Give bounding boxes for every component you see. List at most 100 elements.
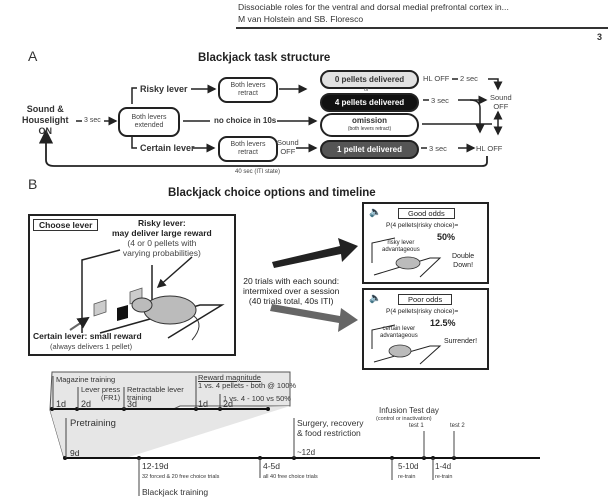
surgery-line-2: & food restriction [297,428,361,438]
good-advice-line-1: risky lever [387,240,415,246]
start-line-1: Sound & [26,104,64,114]
panel-b-letter: B [28,176,38,192]
outcome-4-text: 4 pellets delivered [334,98,405,107]
retract-line-2: retract [238,90,258,97]
poor-odds-box: 🔈 Poor odds P(4 pellets|risky choice)= 1… [362,288,489,370]
start-line-3: ON [38,126,53,136]
sound-off-mid-label: Sound OFF [277,138,299,156]
speaker-icon: 🔈 [369,207,382,218]
start-state: Sound & Houselight ON [22,104,69,137]
panel-a-title: Blackjack task structure [198,52,331,64]
outcome-1-text: 1 pellet delivered [337,145,402,154]
good-action-line-2: Down! [453,262,474,269]
blackjack-training-label: Blackjack training [142,487,209,497]
poor-odds-big-arrow [270,304,358,332]
risky-desc-line-1: Risky lever: [137,218,186,228]
running-title: Dissociable roles for the ventral and do… [238,2,509,12]
reward-magnitude-line-2: 1 vs. 4 pellets - both @ 100% [198,381,297,390]
blackjack-detail: 32 forced & 20 free choice trials [142,474,220,480]
retractable-line-1: Retractable lever [127,385,184,394]
poor-prob-value: 12.5% [430,318,456,328]
step-magazine-duration: 1d [56,399,67,409]
good-prob-label: P(4 pellets|risky choice)= [386,222,459,229]
certain-pointer-arrow [69,316,90,331]
iti-label: 40 sec (ITI state) [235,169,281,175]
running-authors: M van Holstein and SB. Floresco [238,14,364,24]
step-lever-press-duration: 2d [81,399,92,409]
risky-pointer-arrow [156,256,193,288]
pretraining-duration: 9d [70,448,80,458]
certain-lever-subdescription: (always delivers 1 pellet) [50,342,133,351]
no-choice-label: no choice in 10s [214,116,277,125]
blackjack-duration: 12-19d [142,461,169,471]
sound-off-right-line-1: Sound [490,93,512,102]
reward-magnitude-line-1: Reward magnitude [198,373,261,382]
trials-line-2: intermixed over a session [243,286,340,296]
risky-lever-label: Risky lever [140,84,188,94]
or-label: or [364,87,369,93]
retrain1-label: re-train [398,474,416,480]
hl-off-top-label: HL OFF [423,74,450,83]
sound-off-right-label: Sound OFF [490,93,512,111]
good-odds-big-arrow [272,238,358,268]
poor-odds-tag: Poor odds [398,294,453,305]
outcome-4-pellets: 4 pellets delivered [320,93,419,112]
extended-line-2: extended [134,122,164,129]
test2-label: test 2 [450,423,465,429]
good-action-line-1: Double [452,253,475,260]
choose-lever-tag: Choose lever [33,219,99,231]
outcome-omission: omission (both levers retract) [320,113,419,137]
header-rule [236,27,608,29]
step-retractable-duration: 3d [127,399,138,409]
retract-line-1: Both levers [230,141,266,148]
good-lever-advice: risky lever advantageous [382,240,420,254]
retrain2-label: re-train [435,474,453,480]
retrain2-duration: 1-4d [435,462,452,471]
step-reward-magnitude: Reward magnitude 1 vs. 4 pellets - both … [198,374,296,390]
speaker-icon: 🔈 [369,293,382,304]
panel-b-title: Blackjack choice options and timeline [168,187,376,199]
omission-subtext: (both levers retract) [347,126,392,132]
good-prob-value: 50% [437,232,456,242]
poor-advice-line-2: advantageous [380,333,418,339]
certain-lever-label: Certain lever [140,143,195,153]
step-retractable-lever: Retractable lever training [127,386,184,402]
outcome-0-pellets: 0 pellets delivered [320,70,419,89]
lever-press-line-2: (FR1) [101,393,121,402]
three-sec-4pellet-label: 3 sec [431,96,449,105]
surgery-line-1: Surgery, recovery [297,418,364,428]
poor-lever-advice: certain lever advantageous [380,326,418,340]
outcome-0-text: 0 pellets delivered [334,75,405,84]
certain-lever-description: Certain lever: small reward [33,331,142,341]
test1-label: test 1 [409,423,424,429]
trials-description: 20 trials with each sound: intermixed ov… [243,276,339,306]
step-reward-duration: 1d [198,399,209,409]
poor-prob-label: P(4 pellets|risky choice)= [386,308,459,315]
three-sec-1pellet-label: 3 sec [429,144,447,153]
step-lever-press: Lever press (FR1) [81,386,120,402]
good-odds-box: 🔈 Good odds P(4 pellets|risky choice)= 5… [362,202,489,284]
sound-off-right-line-2: OFF [493,102,509,111]
delay-3sec-label: 3 sec [84,117,101,124]
omission-text: omission [351,116,388,125]
sound-off-mid-line-1: Sound [277,138,299,147]
risky-desc-line-4: varying probabilities) [122,248,201,258]
step-100-vs-50-duration: 2d [223,399,234,409]
risky-desc-line-3: (4 or 0 pellets with [127,238,197,248]
good-advice-line-2: advantageous [382,247,420,253]
infusion-title: Infusion Test day [379,406,439,415]
risky-desc-line-2: may deliver large reward [112,228,212,238]
surgery-label: Surgery, recovery & food restriction [297,418,363,438]
outcome-1-pellet: 1 pellet delivered [320,140,419,159]
second-phase-duration: 4-5d [263,461,281,471]
start-line-2: Houselight [22,115,69,125]
choose-lever-box [28,214,236,356]
risky-lever-description: Risky lever: may deliver large reward (4… [112,218,212,258]
retrain1-duration: 5-10d [398,462,419,471]
